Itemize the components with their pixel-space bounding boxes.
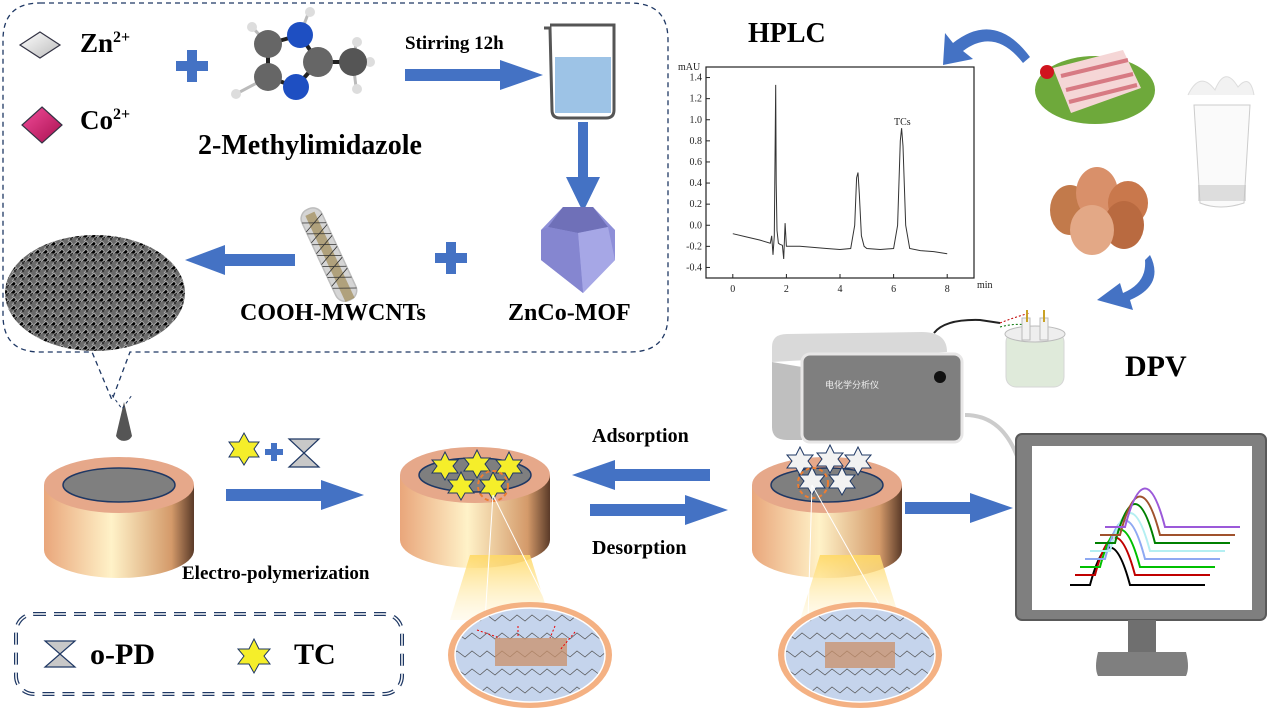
meat-sample-image [1035, 50, 1155, 124]
hplc-chromatogram: mAU min TCs -0.4 -0.2 0.0 0.2 0.4 0.6 0.8 1.0 1.… [678, 62, 993, 295]
tc-star-icon [462, 448, 492, 480]
chromatogram-line [732, 84, 948, 260]
y-tick-label: 1.0 [690, 115, 703, 126]
y-tick-label: -0.4 [686, 262, 702, 273]
cavity-star-icon [843, 445, 873, 477]
tc-star-icon [494, 450, 524, 482]
left-arrow-icon [185, 245, 295, 275]
hplc-title: HPLC [748, 18, 826, 49]
stirring-arrow-icon [405, 60, 543, 90]
peak-annotation: TCs [894, 117, 911, 128]
zn-ion-diamond-icon [18, 31, 62, 59]
methylimidazole-molecule-icon [231, 7, 375, 100]
curved-arrow-to-dpv-icon [1097, 255, 1155, 310]
instrument-label: 电化学分析仪 [825, 381, 880, 391]
electrochemical-cell-icon [1004, 310, 1066, 388]
co-symbol: Co [80, 105, 113, 135]
adsorption-arrow-icon [572, 460, 710, 490]
y-tick-label: 0.2 [690, 199, 703, 210]
cavity-star-icon [815, 443, 845, 475]
plus-icon [176, 50, 208, 82]
zn-symbol: Zn [80, 28, 114, 58]
eggs-sample-image [1050, 167, 1148, 255]
milk-sample-image [1187, 76, 1255, 208]
to-monitor-arrow-icon [905, 493, 1013, 523]
y-tick-label: 1.4 [690, 73, 703, 84]
y-axis-label: mAU [678, 62, 701, 73]
x-tick-label: 2 [784, 284, 789, 295]
tc-star-icon [228, 431, 260, 466]
tc-star-icon [236, 637, 272, 675]
sem-image [5, 235, 185, 351]
zn-ion-label: Zn2+ [80, 28, 130, 59]
y-tick-label: 0.4 [690, 178, 703, 189]
monitor-dpv-display [1015, 433, 1267, 676]
desorption-arrow-icon [590, 495, 728, 525]
desorption-label: Desorption [592, 537, 687, 559]
plus-icon [435, 242, 467, 274]
co-ion-label: Co2+ [80, 105, 130, 136]
y-tick-label: -0.2 [686, 241, 702, 252]
carbon-nanotube-icon [300, 207, 358, 303]
zn-charge: 2+ [113, 29, 131, 46]
stirring-label: Stirring 12h [405, 33, 504, 54]
opd-hourglass-icon [43, 640, 77, 668]
y-tick-label: 1.2 [690, 94, 703, 105]
ligand-label: 2-Methylimidazole [198, 130, 422, 161]
co-charge: 2+ [113, 106, 131, 123]
legend-opd-label: o-PD [90, 638, 155, 671]
dpv-3d-curves [1070, 487, 1240, 586]
x-tick-label: 8 [945, 284, 950, 295]
cnt-label: COOH-MWCNTs [240, 300, 426, 326]
cavity-star-icon [827, 465, 857, 497]
polymerization-arrow-icon [226, 480, 364, 510]
tc-star-icon [430, 450, 460, 482]
tc-bound-polymer-closeup [448, 602, 612, 708]
x-axis-label: min [977, 280, 993, 291]
y-tick-label: 0.0 [690, 220, 703, 231]
eluted-polymer-closeup [778, 602, 942, 708]
co-ion-diamond-icon [21, 106, 63, 144]
x-tick-label: 0 [730, 284, 735, 295]
adsorption-label: Adsorption [592, 425, 689, 447]
curved-arrow-to-hplc-icon [943, 29, 1030, 65]
mof-label: ZnCo-MOF [508, 300, 631, 326]
plot-frame [705, 66, 975, 279]
y-tick-label: 0.8 [690, 136, 703, 147]
znco-mof-crystal-icon [541, 207, 615, 293]
legend-tc-label: TC [294, 638, 336, 671]
bare-electrode [44, 457, 194, 578]
opd-hourglass-icon [287, 438, 321, 468]
y-tick-label: 0.6 [690, 157, 703, 168]
x-tick-label: 4 [838, 284, 843, 295]
electrochemical-workstation [772, 332, 964, 444]
legend-box [14, 612, 404, 696]
plus-icon [265, 443, 283, 461]
empty-cavity-star-cluster [785, 443, 873, 499]
beaker-icon [544, 23, 616, 120]
tc-star-icon [446, 470, 476, 502]
dpv-title: DPV [1125, 350, 1187, 383]
down-arrow-icon [566, 122, 600, 212]
nanocomposite-droplet-icon [116, 402, 132, 441]
x-tick-label: 6 [891, 284, 896, 295]
polymerization-label: Electro-polymerization [182, 563, 370, 584]
